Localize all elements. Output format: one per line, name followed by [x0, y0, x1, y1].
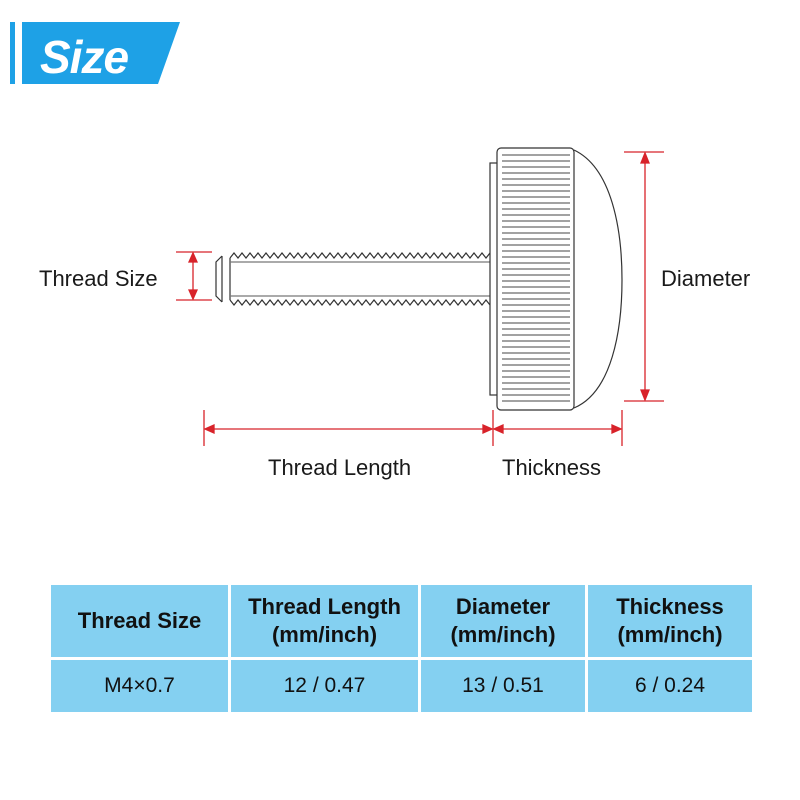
cell-thread-length: 12 / 0.47	[228, 657, 421, 715]
thread-size-label: Thread Size	[39, 266, 158, 291]
header-unit: (mm/inch)	[617, 622, 723, 647]
cell-thread-size: M4×0.7	[48, 657, 231, 715]
thickness-label: Thickness	[502, 455, 602, 480]
screw-shaft	[215, 252, 495, 306]
header-line: Thickness	[616, 594, 724, 619]
header-unit: (mm/inch)	[450, 622, 556, 647]
header-line: Diameter	[455, 594, 551, 619]
header-thread-length: Thread Length (mm/inch)	[228, 582, 421, 660]
thread-length-label: Thread Length	[268, 455, 412, 480]
header-line: Thread Size	[77, 608, 202, 633]
spec-table: Thread Size Thread Length (mm/inch) Diam…	[48, 582, 755, 715]
table-header-row: Thread Size Thread Length (mm/inch) Diam…	[48, 582, 755, 660]
header-unit: (mm/inch)	[271, 622, 378, 647]
screw-diagram	[176, 147, 664, 446]
diameter-label: Diameter	[661, 266, 751, 291]
dimension-lines	[176, 151, 664, 446]
header-thread-size: Thread Size	[48, 582, 231, 660]
banner-title: Size	[40, 31, 129, 83]
banner-background	[22, 22, 180, 84]
header-diameter: Diameter (mm/inch)	[418, 582, 588, 660]
header-line: Thread Length	[248, 594, 401, 619]
cell-thickness: 6 / 0.24	[585, 657, 755, 715]
cell-diameter: 13 / 0.51	[418, 657, 588, 715]
table-row: M4×0.7 12 / 0.47 13 / 0.51 6 / 0.24	[48, 657, 755, 715]
header-thickness: Thickness (mm/inch)	[585, 582, 755, 660]
banner-accent-bar	[10, 22, 15, 84]
screw-head	[489, 147, 623, 411]
